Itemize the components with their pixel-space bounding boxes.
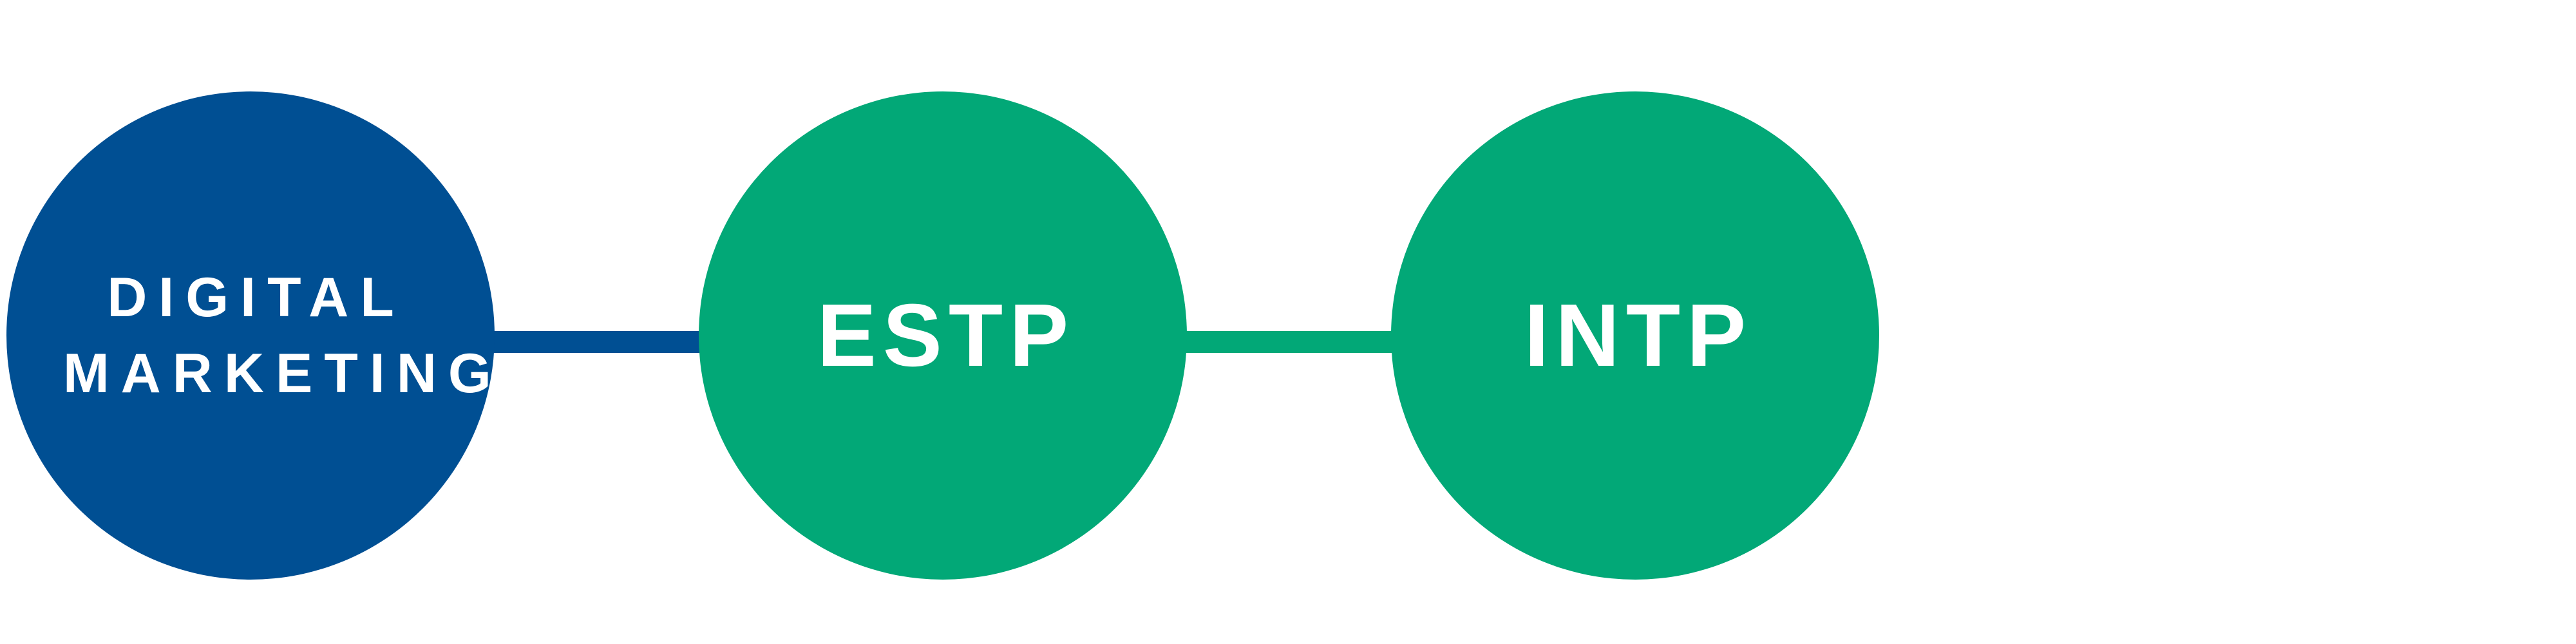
- connector-line-2: [1182, 331, 1397, 353]
- connector-line-1: [489, 331, 702, 353]
- node-label-estp: ESTP: [817, 285, 1075, 385]
- node-label-intp: INTP: [1524, 285, 1753, 385]
- node-label-digital-marketing: DIGITAL MARKETING: [63, 267, 503, 404]
- node-intp: INTP: [1391, 91, 1879, 580]
- node-digital-marketing: DIGITAL MARKETING: [6, 91, 495, 580]
- node-estp: ESTP: [699, 91, 1187, 580]
